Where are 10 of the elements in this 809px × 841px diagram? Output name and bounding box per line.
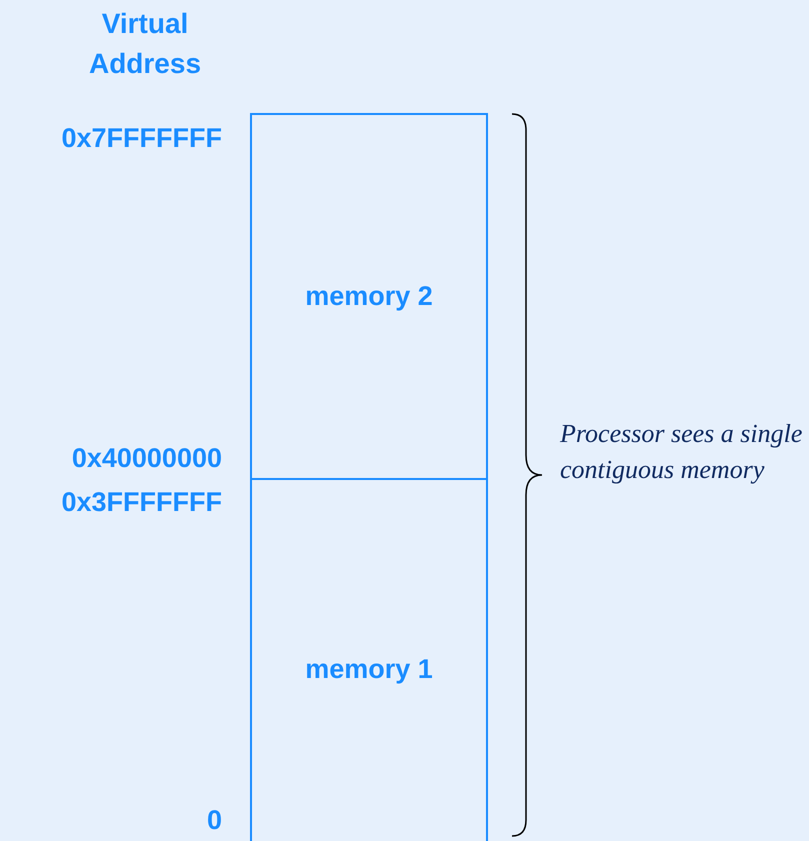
region-label: memory 1 <box>305 652 433 686</box>
note-text: Processor sees a single contiguous memory <box>560 418 804 486</box>
memory-region <box>250 478 488 841</box>
address-label: 0x7FFFFFFF <box>60 122 222 155</box>
address-label: 0x3FFFFFFF <box>60 486 222 519</box>
address-label: 0x40000000 <box>70 442 222 475</box>
region-label: memory 2 <box>305 280 433 314</box>
memory-region <box>250 113 488 478</box>
axis-heading: Virtual Address <box>88 7 202 81</box>
address-label: 0 <box>206 804 222 837</box>
